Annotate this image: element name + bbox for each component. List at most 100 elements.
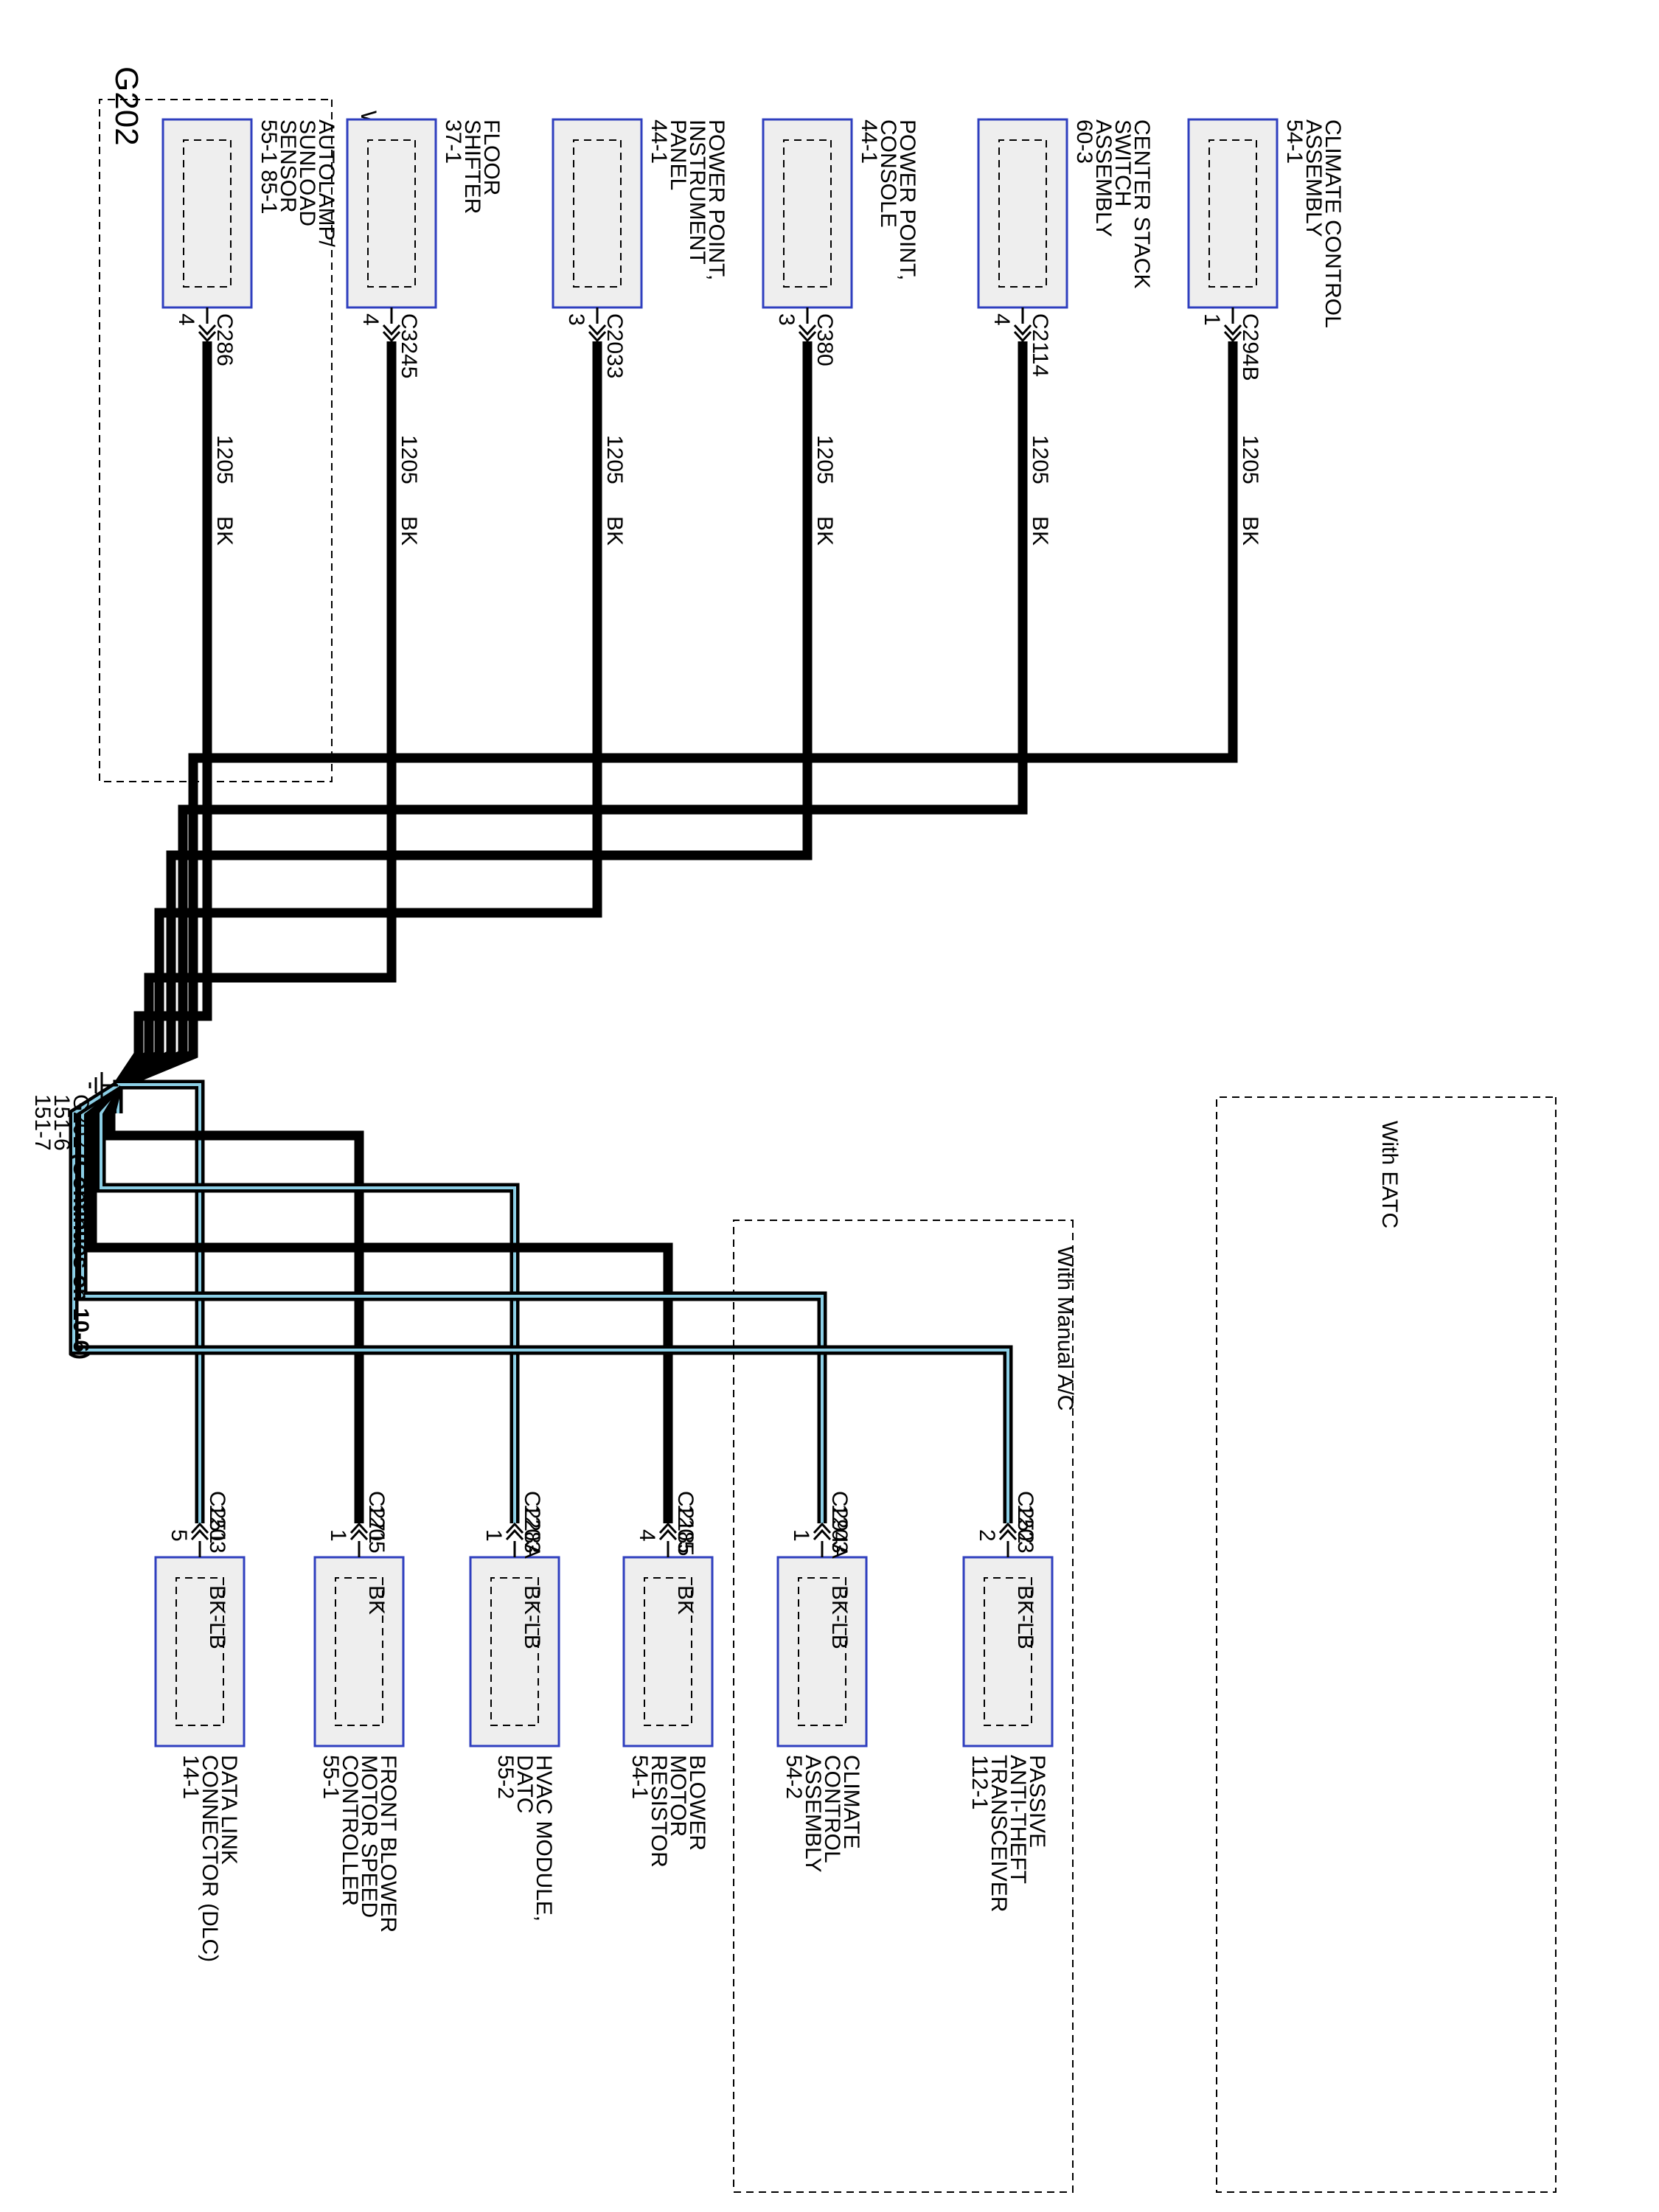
component-name-line: HVAC MODULE, [532,1755,556,1921]
circuit-number: 1203 [827,1504,852,1554]
connector-id: C228A [520,1491,544,1559]
ground-ref: 151-7 [30,1094,55,1151]
connector-symbol [998,1522,1018,1541]
component-name-line: CONSOLE [876,119,900,228]
component-name-line: AUTOLAMP/ [314,119,338,247]
right-wire-stripe-5 [81,1084,824,1523]
connector-id: C294B [1238,313,1262,381]
component-box [161,118,253,309]
connector-id: C251 [205,1491,229,1544]
pin-number: 3 [564,313,588,326]
component-name-line: 54-2 [782,1755,806,1799]
connector-symbol [1223,324,1242,343]
connector-id: C286 [212,313,237,366]
component-name-line: SUNLOAD [295,119,319,226]
wire-color: BK-LB [827,1585,852,1649]
connector-symbol [588,324,607,343]
component-name-line: 14-1 [178,1755,203,1799]
wire-color: BK [602,516,627,546]
component-name-line: 37-1 [441,119,465,164]
component-name-line: CLIMATE CONTROL [1321,119,1345,328]
circuit-number: 1205 [813,435,837,484]
component-name-line: CONTROL [820,1755,844,1863]
component-box [977,118,1068,309]
right-wire-5 [77,1081,827,1523]
connector-symbol [505,1522,524,1541]
wire-color: BK [1238,516,1262,546]
right-wire-stripe-1 [116,1083,201,1523]
component-name-line: 44-1 [647,119,671,164]
component-box [313,1556,405,1747]
region-3: With Manual A/C [733,1220,1077,2193]
component-name-line: PASSIVE [1025,1755,1049,1848]
circuit-number: 1205 [364,1504,389,1554]
component-name-line: 44-1 [857,119,881,164]
component-name-line: SWITCH [1110,119,1135,206]
circuit-number: 1205 [673,1504,698,1554]
component-name-line: TRANSCEIVER [987,1755,1011,1912]
component-name-line: 112-1 [967,1755,992,1810]
component-box [469,1556,560,1747]
ground-note: (Continues on 10-6) [69,1153,93,1360]
component-name-line: INSTRUMENT [685,119,709,265]
connector-symbol [1013,324,1032,343]
ground-name: G202 [69,1094,93,1148]
region-label: With Manual A/C [1053,1246,1077,1411]
component-name-line: ANTI-THEFT [1006,1755,1030,1884]
region-label: With EATC [1377,1121,1402,1228]
connector-id: C3245 [397,313,421,378]
page-title: G202 [108,66,145,146]
pin-number: 4 [174,313,198,326]
wire-color: BK [673,1585,698,1615]
pin-number: 1 [326,1529,350,1542]
component-name-line: DATC [512,1755,537,1813]
connector-symbol [190,1522,209,1541]
component-name-line: BLOWER [685,1755,709,1851]
pin-number: 1 [1200,313,1224,326]
circuit-number: 1205 [602,435,627,484]
connector-id: C294A [827,1491,852,1559]
wire-color: BK [212,516,237,546]
component-box [622,1556,714,1747]
component-name-line: 60-3 [1072,119,1096,164]
wire-color: BK-LB [520,1585,544,1649]
wire-color: BK [1028,516,1052,546]
component-box [776,1556,868,1747]
pin-number: 3 [774,313,799,326]
connector-symbol [382,324,401,343]
circuit-number: 1203 [205,1504,229,1554]
component-box [346,118,437,309]
component-name-line: ASSEMBLY [1091,119,1116,237]
connector-symbol [349,1522,369,1541]
component-name-line: DATA LINK [217,1755,241,1865]
component-name-line: 55-1 85-1 [257,119,281,214]
region-2: With EATC [1216,1096,1557,2193]
right-wire-4 [87,1082,673,1523]
component-name-line: 55-1 [319,1755,343,1799]
component-name-line: CONNECTOR (DLC) [198,1755,222,1962]
left-wire-6 [116,341,1238,1091]
component-left-5: CENTER STACKSWITCHASSEMBLY60-3C211441205… [977,118,1154,546]
component-name-line: POWER POINT, [704,119,728,280]
circuit-number: 1203 [1013,1504,1037,1554]
component-name-line: FLOOR [479,119,504,195]
connector-id: C380 [813,313,837,366]
wire-color: BK [813,516,837,546]
connector-symbol [813,1522,832,1541]
right-wire-1 [113,1079,205,1523]
connector-symbol [198,324,217,343]
right-wire-stripe-6 [72,1084,1009,1523]
pin-number: 4 [635,1529,659,1542]
connector-id: C252 [1013,1491,1037,1544]
